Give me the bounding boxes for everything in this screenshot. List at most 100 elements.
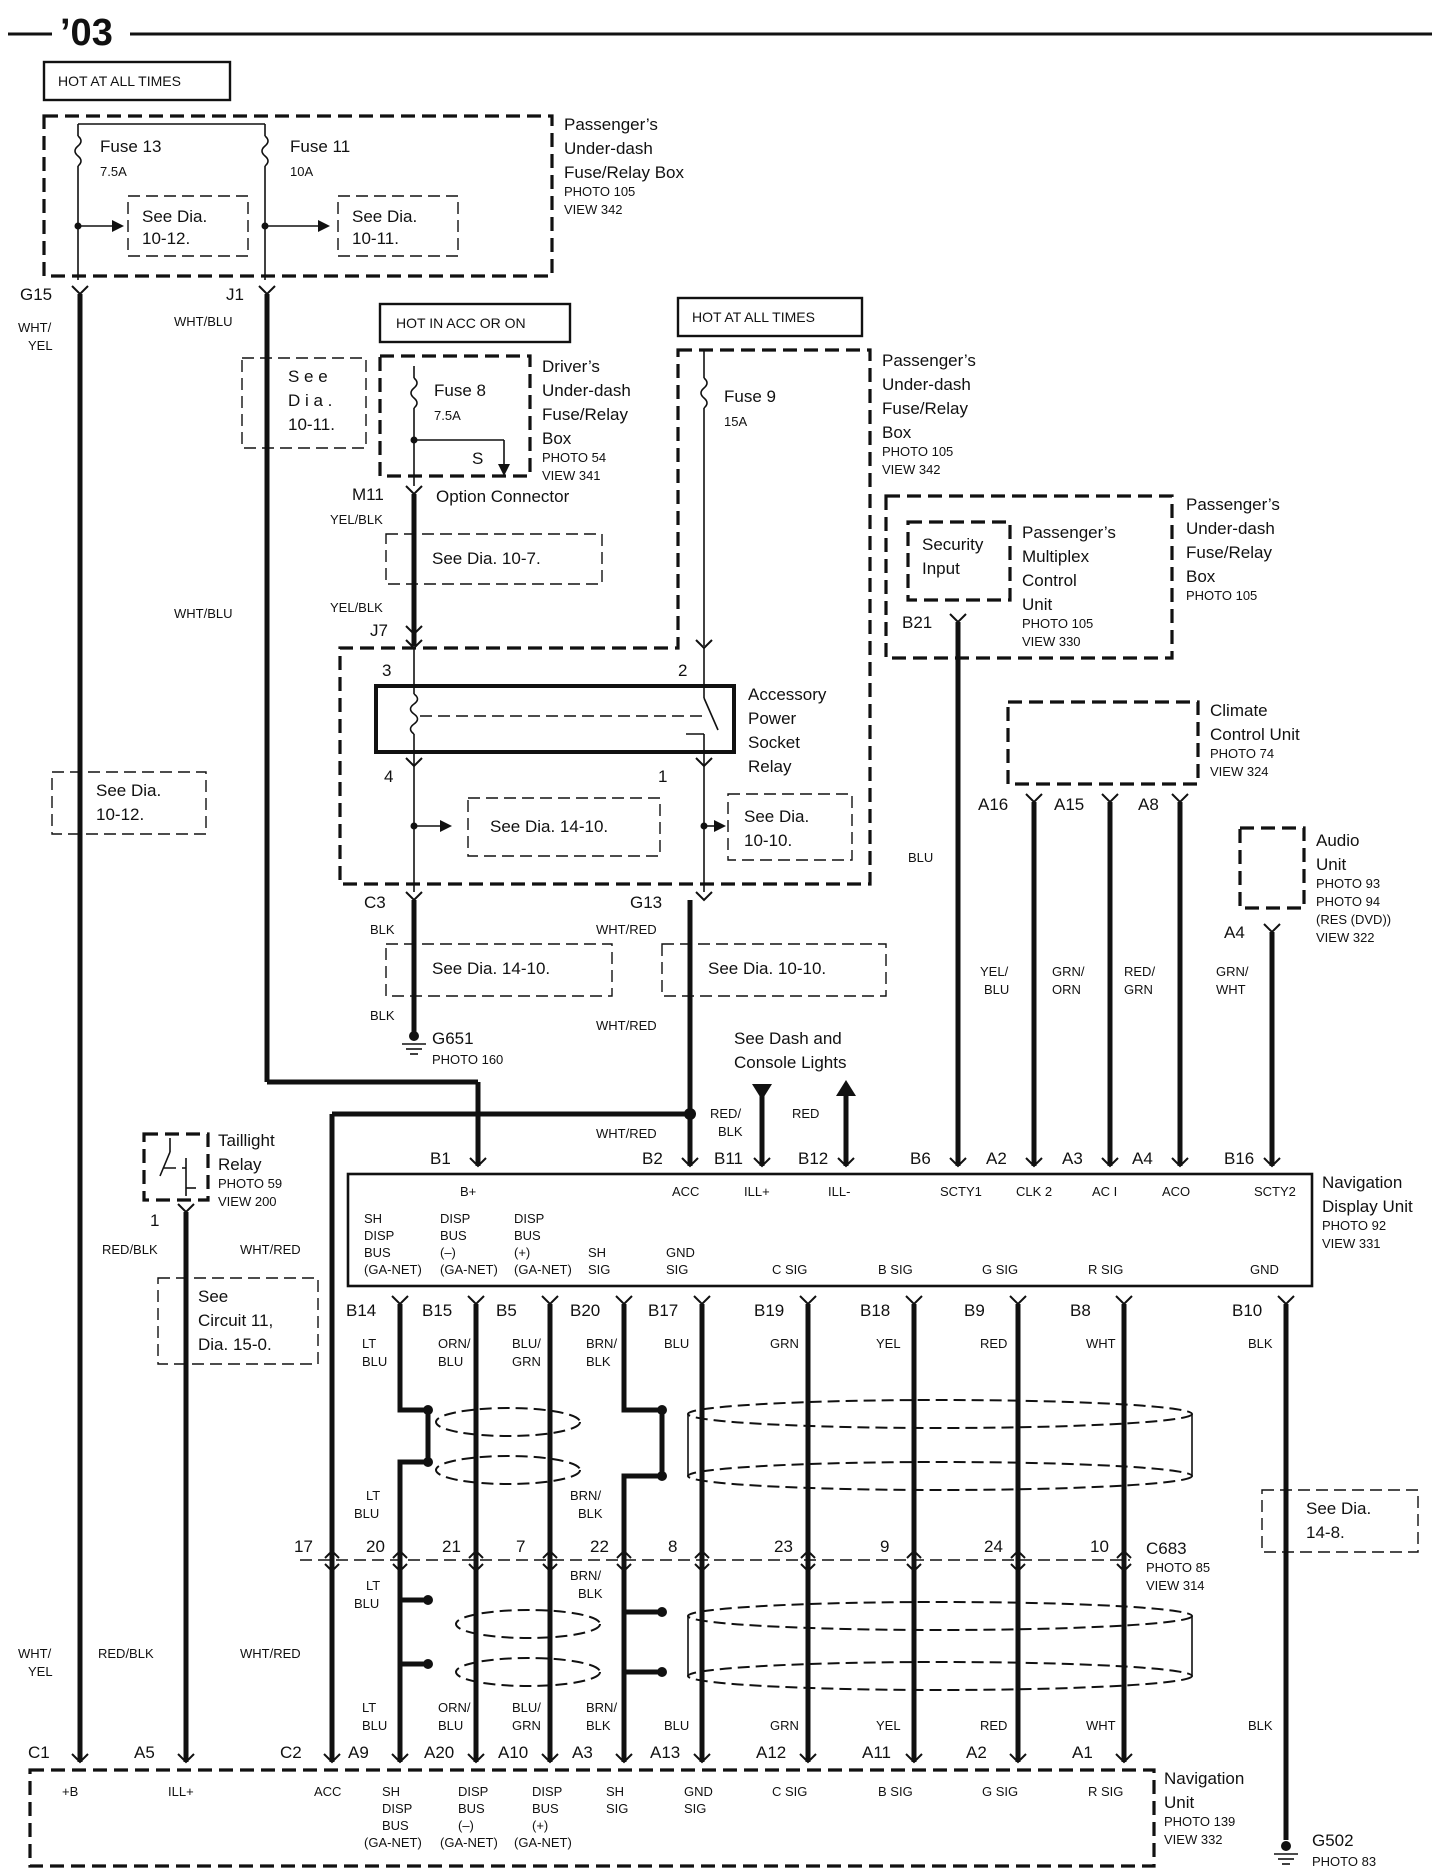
climate-control-unit: Climate Control Unit PHOTO 74 VIEW 324 A…: [978, 700, 1300, 814]
svg-text:Security: Security: [922, 535, 984, 554]
accessory-power-socket-relay: 3 2 4 1 Accessory Power Socket Relay: [374, 639, 827, 786]
svg-text:BRN/: BRN/: [570, 1488, 601, 1503]
svg-text:S e e: S e e: [288, 367, 328, 386]
svg-text:LT: LT: [366, 1578, 380, 1593]
svg-text:PHOTO 105: PHOTO 105: [564, 184, 635, 199]
svg-text:Passenger’s: Passenger’s: [564, 115, 658, 134]
harness-color-label: LT: [362, 1700, 376, 1715]
harness-color-label: BLU/: [512, 1700, 541, 1715]
nav-unit-pin-label: B SIG: [878, 1784, 913, 1799]
svg-text:BLK: BLK: [578, 1586, 603, 1601]
svg-text:PHOTO 54: PHOTO 54: [542, 450, 606, 465]
nav-display-bottom-label: (GA-NET): [514, 1262, 572, 1277]
taillight-relay: Taillight Relay PHOTO 59 VIEW 200 1: [142, 1131, 282, 1230]
harness-color-label: BLK: [586, 1718, 611, 1733]
nav-display-bottom-pin: B15: [422, 1301, 452, 1320]
svg-text:See Dia. 10-10.: See Dia. 10-10.: [708, 959, 826, 978]
see-dia-10-12-ref: See Dia. 10-12.: [127, 195, 249, 257]
svg-text:GRN: GRN: [1124, 982, 1153, 997]
svg-text:RED/: RED/: [1124, 964, 1155, 979]
nav-display-top-pin-label: SCTY2: [1254, 1184, 1296, 1199]
svg-text:Passenger’s: Passenger’s: [1022, 523, 1116, 542]
nav-display-bottom-label: G SIG: [982, 1262, 1018, 1277]
svg-text:3: 3: [382, 661, 391, 680]
svg-text:VIEW 330: VIEW 330: [1022, 634, 1081, 649]
svg-text:WHT/BLU: WHT/BLU: [174, 606, 233, 621]
nav-display-top-pin-label: ACC: [672, 1184, 699, 1199]
svg-text:10-11.: 10-11.: [288, 415, 335, 434]
svg-text:See Dia.: See Dia.: [142, 207, 207, 226]
nav-display-bottom-label: (–): [440, 1245, 456, 1260]
nav-unit-pin-label: SH: [382, 1784, 400, 1799]
nav-unit-pin: A1: [1072, 1743, 1093, 1762]
connector-g13: G13: [630, 891, 713, 912]
svg-text:B21: B21: [902, 613, 932, 632]
nav-unit-pin: C1: [28, 1743, 50, 1762]
nav-display-top-pin-label: CLK 2: [1016, 1184, 1052, 1199]
svg-text:Relay: Relay: [748, 757, 792, 776]
nav-unit-pin-label: (+): [532, 1818, 548, 1833]
svg-text:RED: RED: [792, 1106, 819, 1121]
svg-text:Driver’s: Driver’s: [542, 357, 600, 376]
nav-display-top-pin: B6: [910, 1149, 931, 1168]
nav-unit-pin: A9: [348, 1743, 369, 1762]
harness-color-label: BLU: [362, 1354, 387, 1369]
power-source-hot-at-all-times-2: HOT AT ALL TIMES: [676, 296, 864, 338]
svg-text:C683: C683: [1146, 1539, 1187, 1558]
svg-text:Fuse/Relay: Fuse/Relay: [882, 399, 968, 418]
nav-unit-pin-label: DISP: [458, 1784, 488, 1799]
nav-unit-pin-label: BUS: [458, 1801, 485, 1816]
svg-text:J7: J7: [370, 621, 388, 640]
nav-unit-pin: A3: [572, 1743, 593, 1762]
nav-unit-pin: A20: [424, 1743, 454, 1762]
fuse-13-label: Fuse 13: [100, 137, 161, 156]
svg-text:A8: A8: [1138, 795, 1159, 814]
nav-display-top-pin-label: AC I: [1092, 1184, 1117, 1199]
nav-display-top-pin: A2: [986, 1149, 1007, 1168]
harness-color-label: YEL: [876, 1718, 901, 1733]
c683-pin: 23: [774, 1537, 793, 1556]
harness-color-label: GRN: [512, 1718, 541, 1733]
svg-text:Under-dash: Under-dash: [1186, 519, 1275, 538]
svg-text:Input: Input: [922, 559, 960, 578]
svg-text:PHOTO 92: PHOTO 92: [1322, 1218, 1386, 1233]
nav-unit-pin: A13: [650, 1743, 680, 1762]
svg-text:BLK: BLK: [718, 1124, 743, 1139]
nav-unit-pin: A11: [862, 1743, 891, 1762]
svg-text:See Dia.: See Dia.: [352, 207, 417, 226]
svg-text:S: S: [472, 449, 483, 468]
harness-color-label: GRN: [770, 1336, 799, 1351]
fuse-9-label: Fuse 9: [724, 387, 776, 406]
svg-text:15A: 15A: [724, 414, 747, 429]
svg-text:M11: M11: [352, 485, 384, 504]
nav-unit-pin-label: GND: [684, 1784, 713, 1799]
nav-unit-pin: A12: [756, 1743, 786, 1762]
svg-text:BLU: BLU: [354, 1596, 379, 1611]
fuse-11-label: Fuse 11: [290, 137, 350, 156]
nav-display-top-pin: B12: [798, 1149, 828, 1168]
svg-text:G13: G13: [630, 893, 662, 912]
svg-text:HOT AT ALL TIMES: HOT AT ALL TIMES: [692, 309, 815, 325]
page-header: ’03: [8, 12, 1432, 54]
harness-color-label: BLU/: [512, 1336, 541, 1351]
harness-color-label: LT: [362, 1336, 376, 1351]
svg-text:PHOTO 93: PHOTO 93: [1316, 876, 1380, 891]
svg-text:Control: Control: [1022, 571, 1077, 590]
svg-text:1: 1: [150, 1211, 159, 1230]
nav-display-bottom-pin: B9: [964, 1301, 985, 1320]
c683-pin: 7: [516, 1537, 525, 1556]
svg-text:Box: Box: [882, 423, 912, 442]
svg-text:VIEW 322: VIEW 322: [1316, 930, 1375, 945]
nav-unit-pin-label: SIG: [606, 1801, 628, 1816]
svg-text:See Dia.: See Dia.: [744, 807, 809, 826]
c683-pin: 8: [668, 1537, 677, 1556]
nav-display-top-pin: B11: [714, 1149, 743, 1168]
ground-g651: G651 PHOTO 160: [402, 1029, 503, 1067]
nav-display-bottom-label: (+): [514, 1245, 530, 1260]
audio-unit: Audio Unit PHOTO 93 PHOTO 94 (RES (DVD))…: [1224, 826, 1391, 945]
nav-display-bottom-pin: B19: [754, 1301, 784, 1320]
svg-text:WHT/RED: WHT/RED: [596, 922, 657, 937]
nav-display-bottom-label: GND: [666, 1245, 695, 1260]
svg-text:GRN/: GRN/: [1216, 964, 1249, 979]
svg-text:PHOTO 85: PHOTO 85: [1146, 1560, 1210, 1575]
